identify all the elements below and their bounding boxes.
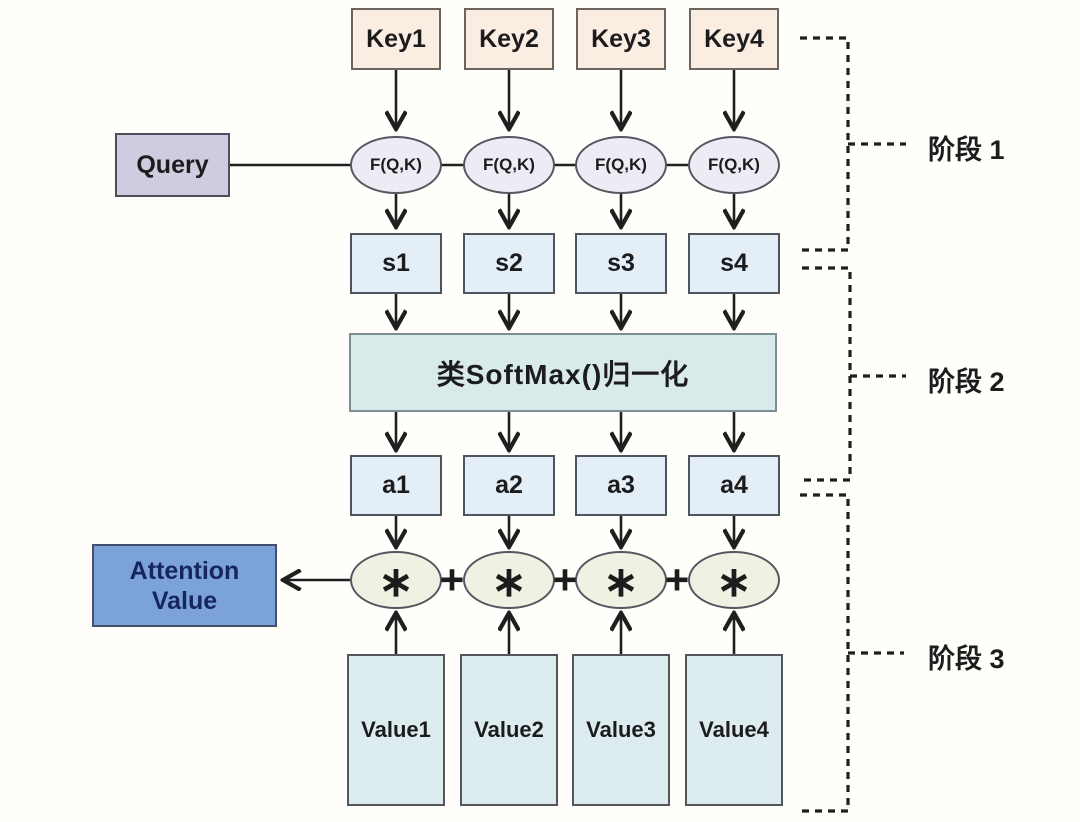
weight-a1-box: a1 [350,455,442,516]
value2-box: Value2 [460,654,558,806]
multiply-ellipse-2: ∗ [463,551,555,609]
multiply-ellipse-3: ∗ [575,551,667,609]
weight-a3-box: a3 [575,455,667,516]
key1-box: Key1 [351,8,441,70]
stage-3-label: 阶段 3 [928,644,1005,674]
multiply-ellipse-4: ∗ [688,551,780,609]
score-s1-box: s1 [350,233,442,294]
score-s2-box: s2 [463,233,555,294]
plus-sign-1: + [439,556,465,603]
weight-a4-box: a4 [688,455,780,516]
attention-value-box: Attention Value [92,544,277,627]
plus-sign-2: + [552,556,578,603]
score-fn-ellipse-1: F(Q,K) [350,136,442,194]
softmax-normalization-box: 类SoftMax()归一化 [349,333,777,412]
value4-box: Value4 [685,654,783,806]
score-fn-ellipse-4: F(Q,K) [688,136,780,194]
attention-value-line1: Attention [129,556,240,585]
multiply-ellipse-1: ∗ [350,551,442,609]
value1-box: Value1 [347,654,445,806]
query-box: Query [115,133,230,197]
key3-box: Key3 [576,8,666,70]
key4-box: Key4 [689,8,779,70]
plus-sign-3: + [664,556,690,603]
key2-box: Key2 [464,8,554,70]
score-fn-ellipse-2: F(Q,K) [463,136,555,194]
stage-2-label: 阶段 2 [928,367,1005,397]
attention-value-line2: Value [151,586,218,615]
score-s4-box: s4 [688,233,780,294]
score-s3-box: s3 [575,233,667,294]
score-fn-ellipse-3: F(Q,K) [575,136,667,194]
stage-1-label: 阶段 1 [928,135,1005,165]
weight-a2-box: a2 [463,455,555,516]
value3-box: Value3 [572,654,670,806]
